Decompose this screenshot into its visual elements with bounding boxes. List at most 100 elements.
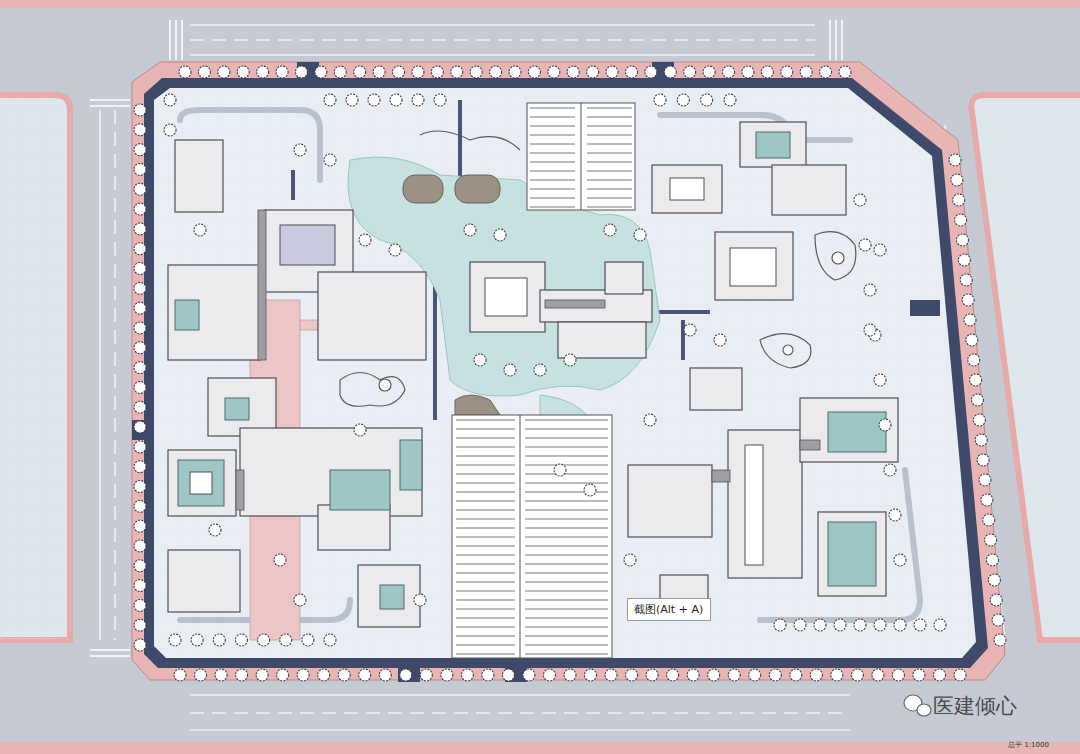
- parking-stall: [587, 153, 632, 154]
- tree: [874, 374, 886, 386]
- parking-stall: [456, 645, 515, 646]
- tree: [134, 540, 146, 552]
- parking-stall: [525, 654, 608, 655]
- tree: [195, 669, 207, 681]
- parking-stall: [587, 207, 632, 208]
- tree: [742, 66, 754, 78]
- grid: [154, 88, 976, 658]
- tree: [994, 634, 1006, 646]
- tree: [470, 66, 482, 78]
- tree: [280, 634, 292, 646]
- parking-stall: [525, 636, 608, 637]
- tree: [646, 669, 658, 681]
- tree: [977, 454, 989, 466]
- tree: [810, 669, 822, 681]
- tree: [431, 66, 443, 78]
- tree: [338, 669, 350, 681]
- tree: [954, 669, 966, 681]
- tree: [800, 66, 812, 78]
- corridor: [236, 210, 820, 510]
- parking-stall: [456, 654, 515, 655]
- tree: [504, 364, 516, 376]
- tree: [134, 381, 146, 393]
- tree: [884, 464, 896, 476]
- parking-stall: [456, 573, 515, 574]
- outer-parcel: [0, 95, 70, 640]
- tree: [983, 514, 995, 526]
- tree: [914, 619, 926, 631]
- tree: [990, 594, 1002, 606]
- tree: [879, 419, 891, 431]
- corridor: [545, 300, 605, 308]
- parking-stall: [587, 126, 632, 127]
- internal-road: [293, 100, 710, 420]
- building-core: [225, 398, 249, 420]
- tree: [708, 669, 720, 681]
- tree: [134, 104, 146, 116]
- parking-stall: [587, 180, 632, 181]
- wechat-icon: [917, 704, 931, 716]
- parking-lot: [527, 103, 635, 210]
- lane-marking: [190, 54, 815, 55]
- parking-stall: [456, 501, 515, 502]
- tree: [677, 94, 689, 106]
- sunken-garden: [455, 395, 500, 415]
- tree: [256, 669, 268, 681]
- tree: [859, 239, 871, 251]
- tree: [400, 669, 412, 681]
- tree: [684, 66, 696, 78]
- rock-garden: [832, 252, 844, 264]
- courtyard: [670, 178, 704, 200]
- tree: [970, 374, 982, 386]
- tree: [992, 614, 1004, 626]
- sidewalk: [0, 742, 1080, 754]
- parking-stall: [456, 447, 515, 448]
- rock-garden: [815, 232, 856, 280]
- parking-stall: [525, 573, 608, 574]
- tree: [644, 414, 656, 426]
- tree: [564, 669, 576, 681]
- tree: [134, 480, 146, 492]
- tree: [359, 669, 371, 681]
- tree: [389, 244, 401, 256]
- tree: [134, 401, 146, 413]
- parking-stall: [530, 207, 575, 208]
- tree: [664, 66, 676, 78]
- tree: [295, 66, 307, 78]
- tree: [851, 669, 863, 681]
- tree: [604, 224, 616, 236]
- outer-parcel: [971, 95, 1080, 640]
- internal-road: [681, 320, 685, 360]
- building-core: [828, 522, 876, 586]
- parking-stall: [456, 546, 515, 547]
- building: [605, 262, 643, 294]
- building-core: [380, 585, 404, 609]
- courtyard: [190, 178, 776, 565]
- perimeter-road: [144, 78, 988, 668]
- tree: [134, 124, 146, 136]
- entrance-road: [132, 420, 148, 440]
- building: [168, 265, 260, 360]
- parking-stall: [587, 117, 632, 118]
- lane-marking: [190, 712, 850, 713]
- building: [168, 450, 236, 516]
- tree: [605, 669, 617, 681]
- parking-stall: [456, 537, 515, 538]
- tree: [626, 669, 638, 681]
- tree: [368, 94, 380, 106]
- tree: [625, 66, 637, 78]
- tree: [134, 461, 146, 473]
- tree: [414, 594, 426, 606]
- lane-marking: [190, 24, 815, 25]
- tree: [194, 224, 206, 236]
- tree: [564, 354, 576, 366]
- parking-stall: [525, 465, 608, 466]
- parking-aisle: [581, 103, 582, 210]
- tree: [968, 354, 980, 366]
- tree: [790, 669, 802, 681]
- parking-stall: [530, 162, 575, 163]
- parking-stall: [456, 519, 515, 520]
- parking-stall: [525, 528, 608, 529]
- building: [628, 465, 712, 537]
- lane-marking: [190, 694, 850, 695]
